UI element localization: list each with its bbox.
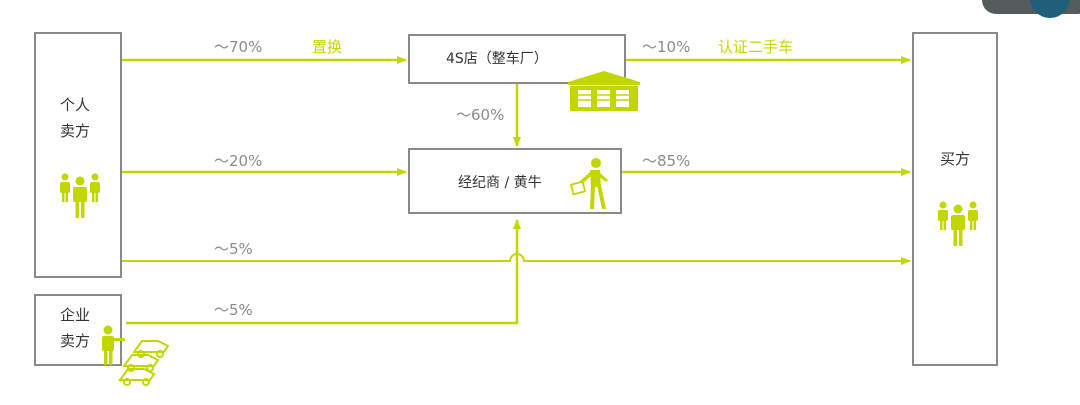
flow-dealer-to-buyer-tag: 认证二手车 <box>718 38 794 56</box>
enterprise-seller-label-line2: 卖方 <box>60 332 91 350</box>
enterprise-seller-label-line1: 企业 <box>60 306 91 324</box>
people-group-icon <box>938 201 978 246</box>
individual-seller-label-line1: 个人 <box>60 96 91 114</box>
people-group-icon <box>60 173 100 218</box>
corner-widget-circle[interactable] <box>1030 0 1070 18</box>
dealer-4s-label: 4S店（整车厂） <box>446 51 548 67</box>
person-with-cars-icon <box>102 325 170 386</box>
broker-box: 经纪商 / 黄牛 <box>408 148 622 214</box>
flow-seller-to-buyer-percent: ～5% <box>214 240 253 258</box>
flow-dealer-to-buyer-percent: ～10% <box>642 38 691 56</box>
walking-person-with-briefcase-icon <box>570 158 608 209</box>
individual-seller-box: 个人 卖方 <box>34 32 122 278</box>
buyer-box: 买方 <box>912 32 998 366</box>
flow-seller-to-4s-tag: 置换 <box>312 38 343 56</box>
flow-seller-to-4s-percent: ～70% <box>214 38 263 56</box>
broker-label: 经纪商 / 黄牛 <box>458 175 542 191</box>
warehouse-icon <box>568 71 640 111</box>
buyer-label: 买方 <box>940 150 971 168</box>
arrow-enterprise-to-broker <box>126 219 521 325</box>
flow-dealer-to-broker-percent: ～60% <box>456 106 505 124</box>
flow-seller-to-broker-percent: ～20% <box>214 152 263 170</box>
individual-seller-label-line2: 卖方 <box>60 122 91 140</box>
flow-broker-to-buyer-percent: ～85% <box>642 152 691 170</box>
flow-enterprise-to-broker-percent: ～5% <box>214 301 253 319</box>
